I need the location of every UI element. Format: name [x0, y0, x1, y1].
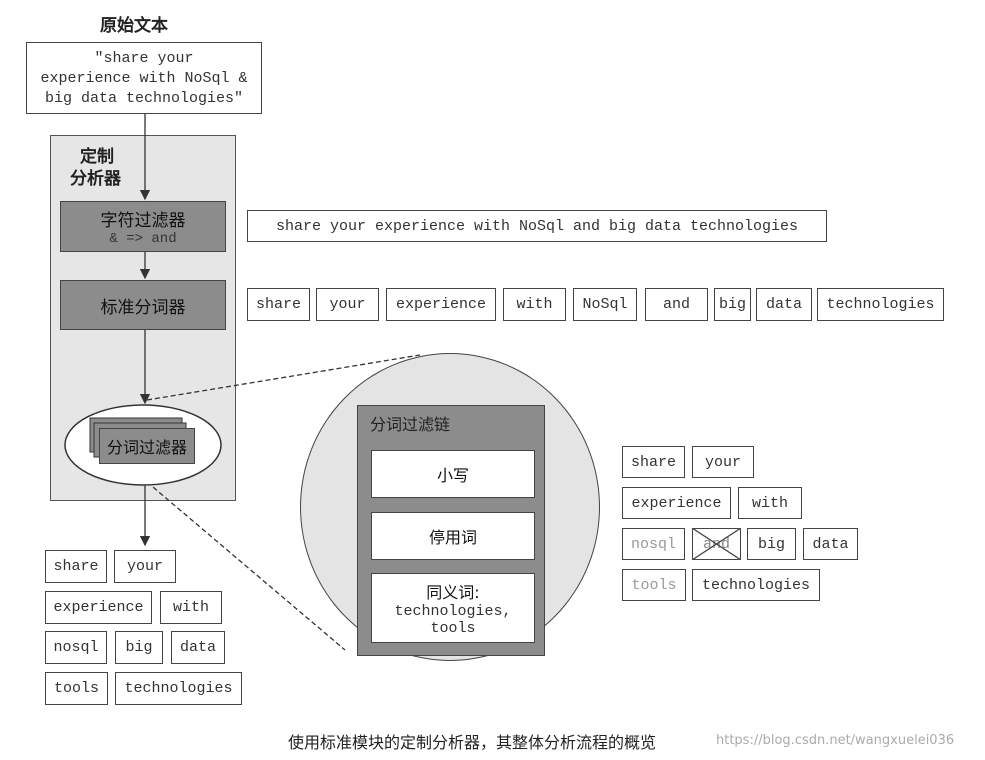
token: NoSql	[573, 288, 637, 321]
tokenizer-box: 标准分词器	[60, 280, 226, 330]
synonym: tools	[430, 620, 476, 637]
char-filter-rule: & => and	[109, 231, 177, 247]
filter-chain-title: 分词过滤链	[370, 415, 451, 434]
text-line: big data technologies"	[44, 90, 244, 107]
synonym: technologies,	[394, 603, 512, 620]
token: and	[692, 528, 741, 560]
char-filter-box: 字符过滤器 & => and	[60, 201, 226, 252]
zoom-line	[146, 481, 346, 651]
token: share	[622, 446, 685, 478]
synonyms-filter: 同义词: technologies, tools	[371, 573, 535, 643]
token: with	[738, 487, 802, 519]
token: data	[171, 631, 225, 664]
original-text-title: 原始文本	[100, 16, 168, 36]
token: technologies	[817, 288, 944, 321]
token: technologies	[692, 569, 820, 601]
token: your	[316, 288, 379, 321]
title-line: 定制	[80, 147, 114, 167]
original-text-box: "share your experience with NoSql & big …	[26, 42, 262, 114]
token: and	[645, 288, 708, 321]
token-filter-box: 分词过滤器	[99, 428, 195, 464]
token: nosql	[45, 631, 107, 664]
synonyms-label: 同义词:	[426, 583, 480, 602]
token: nosql	[622, 528, 685, 560]
token: big	[747, 528, 796, 560]
title-line: 分析器	[70, 169, 121, 189]
token: tools	[622, 569, 686, 601]
token: tools	[45, 672, 108, 705]
custom-analyzer-title: 定制 分析器	[70, 146, 121, 190]
token: experience	[386, 288, 496, 321]
token: with	[160, 591, 222, 624]
token: share	[45, 550, 107, 583]
token: your	[692, 446, 754, 478]
caption: 使用标准模块的定制分析器，其整体分析流程的概览	[288, 733, 657, 752]
token: with	[503, 288, 566, 321]
crossed-out-icon	[692, 528, 741, 560]
token: experience	[622, 487, 731, 519]
stopwords-filter: 停用词	[371, 512, 535, 560]
token: technologies	[115, 672, 242, 705]
zoom-line	[146, 354, 421, 401]
token: big	[115, 631, 163, 664]
token: big	[714, 288, 751, 321]
token: data	[803, 528, 858, 560]
text-line: experience with NoSql &	[40, 70, 248, 87]
token: data	[756, 288, 812, 321]
token: experience	[45, 591, 152, 624]
token: share	[247, 288, 310, 321]
watermark: https://blog.csdn.net/wangxuelei036	[716, 733, 955, 748]
text-line: "share your	[94, 50, 194, 67]
token: your	[114, 550, 176, 583]
char-filter-output: share your experience with NoSql and big…	[247, 210, 827, 242]
char-filter-label: 字符过滤器	[100, 211, 186, 231]
lowercase-filter: 小写	[371, 450, 535, 498]
